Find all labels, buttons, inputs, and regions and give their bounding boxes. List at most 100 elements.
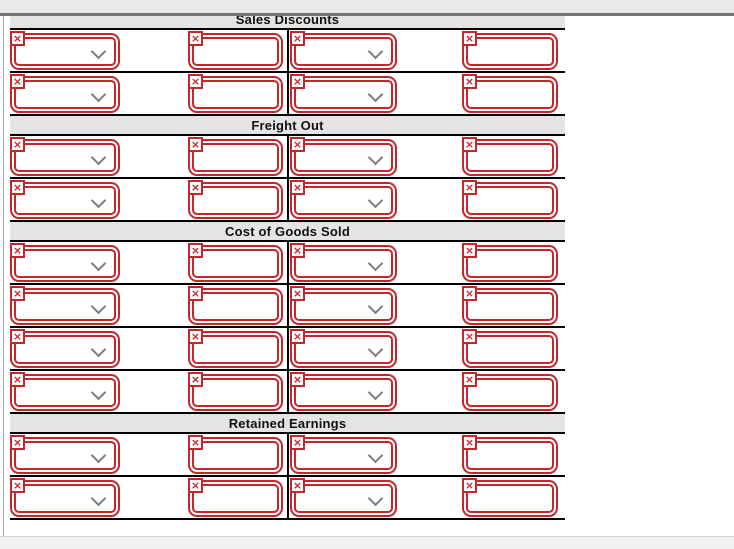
select-field-box — [14, 186, 116, 215]
account-select[interactable]: × — [290, 180, 397, 219]
worksheet-viewport: Sales Discounts × × × × × × — [10, 16, 565, 536]
account-select[interactable]: × — [10, 74, 120, 113]
text-field-box — [192, 80, 279, 109]
amount-input[interactable] — [468, 380, 552, 405]
select-field-box — [14, 143, 116, 172]
select-field-box — [14, 484, 116, 513]
remove-button[interactable]: × — [188, 329, 203, 344]
account-select[interactable]: × — [290, 435, 397, 474]
account-select[interactable]: × — [290, 137, 397, 176]
amount-input[interactable] — [468, 145, 552, 170]
remove-button[interactable]: × — [290, 372, 305, 387]
remove-button[interactable]: × — [462, 286, 477, 301]
remove-button[interactable]: × — [188, 286, 203, 301]
account-select[interactable]: × — [290, 74, 397, 113]
amount-input[interactable] — [468, 39, 552, 64]
amount-input[interactable] — [468, 294, 552, 319]
remove-button[interactable]: × — [188, 478, 203, 493]
amount-input[interactable] — [194, 486, 277, 511]
amount-field: × — [462, 435, 558, 474]
account-select[interactable]: × — [10, 31, 120, 70]
remove-button[interactable]: × — [188, 372, 203, 387]
amount-field: × — [188, 137, 283, 176]
amount-input[interactable] — [468, 486, 552, 511]
amount-input[interactable] — [468, 251, 552, 276]
remove-button[interactable]: × — [188, 435, 203, 450]
amount-input[interactable] — [468, 188, 552, 213]
amount-field: × — [462, 180, 558, 219]
amount-input[interactable] — [194, 337, 277, 362]
amount-field: × — [188, 329, 283, 368]
amount-field: × — [188, 74, 283, 113]
remove-button[interactable]: × — [188, 31, 203, 46]
section-rows: × × × × × × × × — [10, 30, 565, 116]
account-select[interactable]: × — [10, 286, 120, 325]
account-select[interactable]: × — [290, 372, 397, 411]
remove-button[interactable]: × — [188, 180, 203, 195]
amount-field: × — [462, 286, 558, 325]
account-select[interactable]: × — [10, 137, 120, 176]
account-select[interactable]: × — [10, 372, 120, 411]
remove-button[interactable]: × — [462, 74, 477, 89]
remove-button[interactable]: × — [462, 372, 477, 387]
remove-button[interactable]: × — [290, 137, 305, 152]
amount-input[interactable] — [194, 443, 277, 468]
remove-button[interactable]: × — [290, 180, 305, 195]
remove-button[interactable]: × — [462, 180, 477, 195]
account-select[interactable]: × — [10, 180, 120, 219]
remove-button[interactable]: × — [290, 74, 305, 89]
remove-button[interactable]: × — [188, 74, 203, 89]
remove-button[interactable]: × — [462, 329, 477, 344]
remove-button[interactable]: × — [462, 137, 477, 152]
amount-input[interactable] — [194, 82, 277, 107]
amount-input[interactable] — [194, 39, 277, 64]
amount-input[interactable] — [468, 443, 552, 468]
account-select[interactable]: × — [10, 243, 120, 282]
account-select[interactable]: × — [10, 435, 120, 474]
remove-button[interactable]: × — [10, 372, 25, 387]
text-field-box — [466, 441, 554, 470]
remove-button[interactable]: × — [188, 243, 203, 258]
amount-field: × — [462, 478, 558, 517]
text-field-box — [466, 143, 554, 172]
amount-input[interactable] — [194, 294, 277, 319]
remove-button[interactable]: × — [290, 435, 305, 450]
remove-button[interactable]: × — [290, 286, 305, 301]
remove-button[interactable]: × — [290, 329, 305, 344]
account-select[interactable]: × — [290, 286, 397, 325]
remove-button[interactable]: × — [10, 180, 25, 195]
account-select[interactable]: × — [290, 478, 397, 517]
amount-input[interactable] — [194, 145, 277, 170]
table-row: × × × × — [10, 179, 565, 222]
remove-button[interactable]: × — [290, 31, 305, 46]
remove-button[interactable]: × — [10, 74, 25, 89]
account-select[interactable]: × — [290, 31, 397, 70]
account-select[interactable]: × — [10, 478, 120, 517]
text-field-box — [192, 143, 279, 172]
remove-button[interactable]: × — [10, 435, 25, 450]
select-field-box — [294, 186, 393, 215]
remove-button[interactable]: × — [10, 137, 25, 152]
amount-input[interactable] — [468, 337, 552, 362]
amount-input[interactable] — [194, 251, 277, 276]
amount-field: × — [462, 137, 558, 176]
amount-input[interactable] — [194, 188, 277, 213]
remove-button[interactable]: × — [10, 329, 25, 344]
remove-button[interactable]: × — [462, 31, 477, 46]
remove-button[interactable]: × — [462, 478, 477, 493]
remove-button[interactable]: × — [462, 435, 477, 450]
remove-button[interactable]: × — [10, 478, 25, 493]
section-title: Retained Earnings — [228, 416, 347, 431]
remove-button[interactable]: × — [10, 243, 25, 258]
account-select[interactable]: × — [290, 329, 397, 368]
amount-input[interactable] — [194, 380, 277, 405]
account-select[interactable]: × — [290, 243, 397, 282]
remove-button[interactable]: × — [290, 478, 305, 493]
remove-button[interactable]: × — [290, 243, 305, 258]
amount-input[interactable] — [468, 82, 552, 107]
remove-button[interactable]: × — [10, 31, 25, 46]
remove-button[interactable]: × — [188, 137, 203, 152]
remove-button[interactable]: × — [10, 286, 25, 301]
remove-button[interactable]: × — [462, 243, 477, 258]
account-select[interactable]: × — [10, 329, 120, 368]
